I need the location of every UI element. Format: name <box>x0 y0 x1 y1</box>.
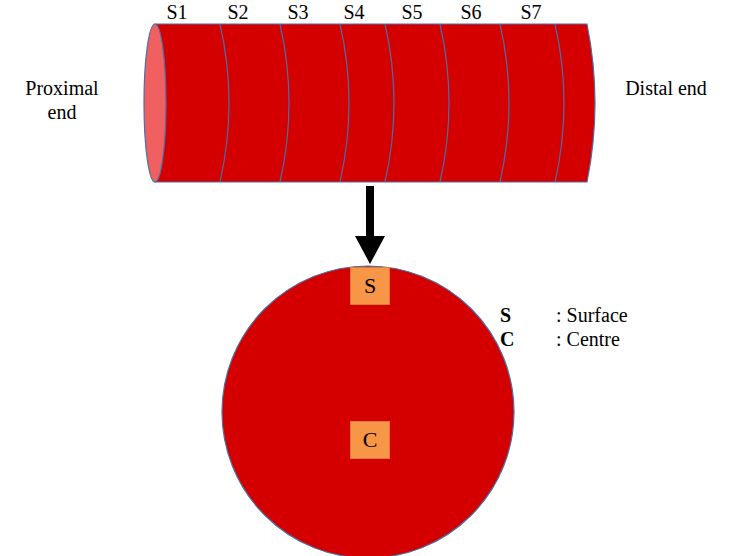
key-letter: C <box>500 327 514 351</box>
segment-label: S7 <box>520 0 541 24</box>
end-label: Proximal end <box>12 76 112 124</box>
end-label: Distal end <box>621 76 711 100</box>
segment-label: S3 <box>287 0 308 24</box>
segment-label: S4 <box>343 0 364 24</box>
key-text: : Centre <box>556 327 620 351</box>
sample-square: S <box>350 267 390 305</box>
sample-square: C <box>350 421 390 459</box>
sample-letter: S <box>364 273 376 299</box>
segment-label: S1 <box>166 0 187 24</box>
sample-letter: C <box>363 427 378 453</box>
segment-label: S2 <box>227 0 248 24</box>
segment-label: S5 <box>401 0 422 24</box>
segment-label: S6 <box>460 0 481 24</box>
key-text: : Surface <box>556 303 628 327</box>
key-letter: S <box>500 303 511 327</box>
